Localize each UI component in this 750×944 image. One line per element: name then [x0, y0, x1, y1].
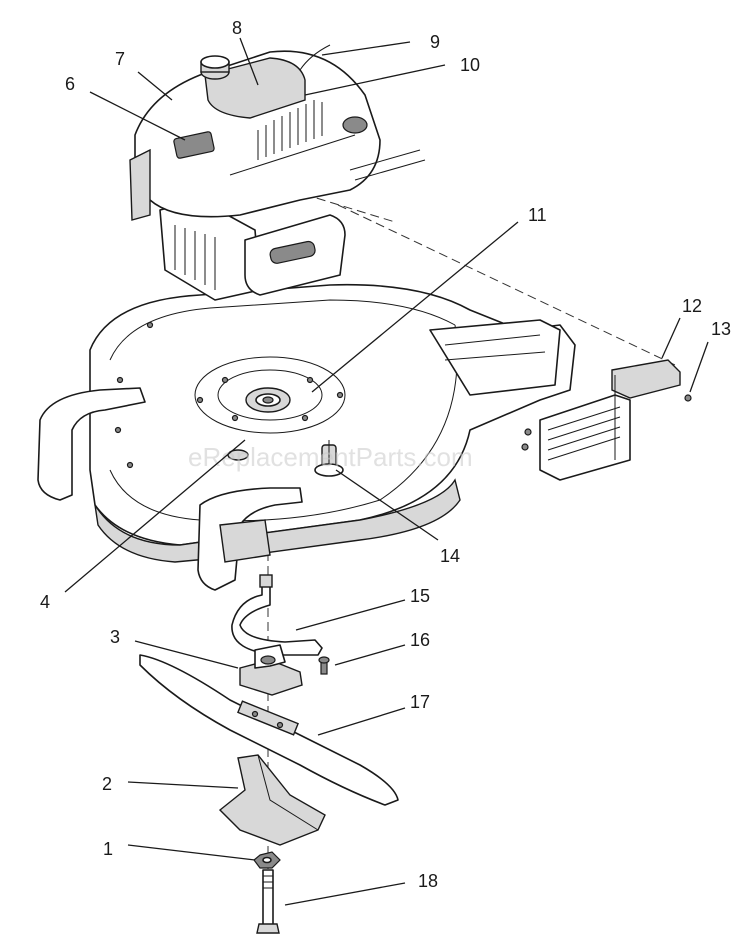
callout-8: 8	[232, 18, 242, 38]
plate-screws[interactable]	[521, 394, 692, 451]
callout-10: 10	[460, 55, 480, 75]
callout-7: 7	[115, 49, 125, 69]
nut[interactable]	[253, 851, 281, 869]
blade-bolt[interactable]	[256, 869, 280, 934]
baffle-screw[interactable]	[318, 656, 330, 675]
callout-11: 11	[528, 205, 547, 225]
mower-deck[interactable]	[37, 283, 576, 591]
side-discharge-plate[interactable]	[539, 359, 681, 481]
callout-12: 12	[682, 296, 702, 316]
engine-assembly[interactable]	[129, 44, 426, 301]
callout-2: 2	[102, 774, 112, 794]
callout-9: 9	[430, 32, 440, 52]
callout-18: 18	[418, 871, 438, 891]
blade[interactable]	[139, 654, 399, 806]
callout-17: 17	[410, 692, 430, 712]
blade-plate[interactable]	[218, 754, 326, 846]
callout-13: 13	[711, 319, 731, 339]
watermark: eReplacementParts.com	[188, 442, 473, 472]
callouts: 1 2 3 4 6 7 8 9 10 11 12 13 14	[40, 18, 731, 906]
callout-14: 14	[440, 546, 460, 566]
callout-4: 4	[40, 592, 50, 612]
callout-3: 3	[110, 627, 120, 647]
baffle[interactable]	[231, 574, 323, 656]
callout-1: 1	[103, 839, 113, 859]
callout-16: 16	[410, 630, 430, 650]
callout-6: 6	[65, 74, 75, 94]
callout-15: 15	[410, 586, 430, 606]
blade-adapter[interactable]	[239, 644, 303, 696]
